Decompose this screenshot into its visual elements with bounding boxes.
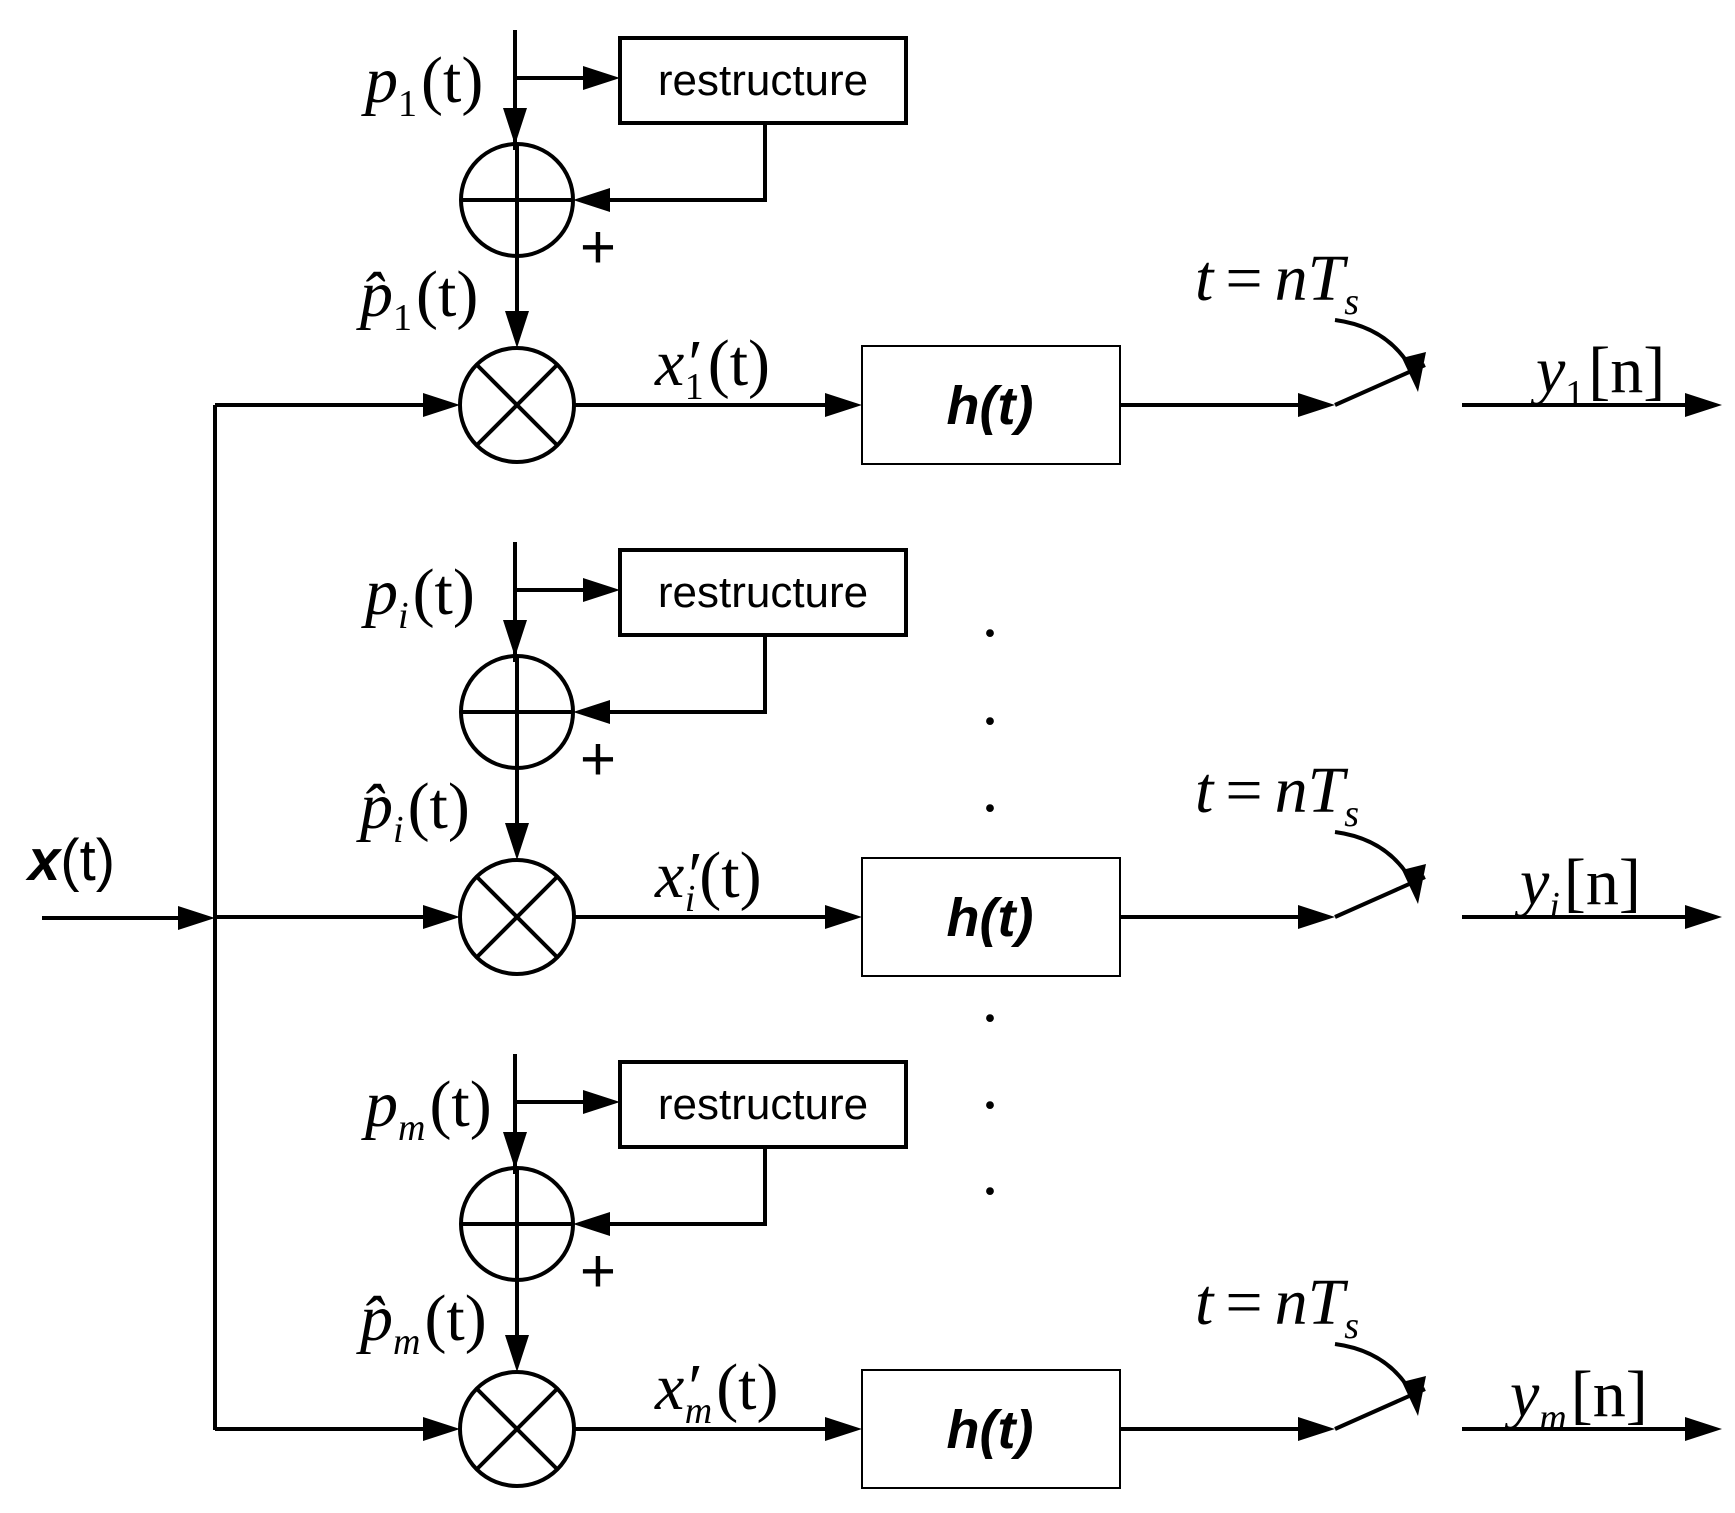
p-arrow-down (503, 620, 527, 657)
restructure-box (618, 36, 908, 125)
filter-input-arrow (825, 1417, 862, 1441)
feedback-arrow (573, 188, 610, 212)
phat-label: p̂1(t) (356, 258, 478, 339)
filter-input-arrow (825, 393, 862, 417)
input-arrow (178, 906, 215, 930)
sampler-input-arrow (1298, 905, 1335, 929)
ellipsis-dot: · (979, 1155, 1001, 1228)
input-label: x(t) (25, 828, 115, 893)
sampler-input-arrow (1298, 1417, 1335, 1441)
output-arrow (1685, 393, 1722, 417)
p-arrow-down (503, 1132, 527, 1169)
restructure-label: restructure (658, 568, 868, 617)
filter-box (861, 857, 1121, 977)
filter-label: h(t) (947, 376, 1034, 436)
restructure-feedback-wire (600, 123, 767, 202)
filter-box (861, 345, 1121, 465)
multiplier-input-arrow (423, 905, 460, 929)
multiplier-input-arrow (423, 393, 460, 417)
output-label: y1[n] (1530, 334, 1665, 415)
phat-label: p̂i(t) (356, 770, 470, 851)
adder-plus-sign: + (580, 725, 616, 794)
multiplier-cross-b (475, 1387, 559, 1471)
filter-label: h(t) (947, 1400, 1034, 1460)
ellipsis-dot: · (979, 1069, 1001, 1142)
ellipsis-dot: · (979, 685, 1001, 758)
ellipsis-dot: · (979, 772, 1001, 845)
restructure-box (618, 548, 908, 637)
p-label: pi(t) (361, 556, 475, 637)
feedback-arrow (573, 1212, 610, 1236)
branch-i: restructure + h(t) pi(t) p̂i(t) x′i(t) t… (215, 542, 1722, 977)
adder-plus-sign: + (580, 213, 616, 282)
multiplier-input-arrow (423, 1417, 460, 1441)
p-label: p1(t) (361, 44, 483, 125)
restructure-label: restructure (658, 1080, 868, 1129)
sampling-label: t=nTs (1195, 1266, 1359, 1347)
restructure-feedback-wire (600, 1147, 767, 1226)
multiplier-cross-b (475, 875, 559, 959)
sampling-label: t=nTs (1195, 754, 1359, 835)
restructure-input-arrow (583, 66, 620, 90)
phat-arrow (505, 311, 529, 348)
output-arrow (1685, 1417, 1722, 1441)
ellipsis-dot: · (979, 982, 1001, 1055)
output-label: yi[n] (1514, 846, 1641, 927)
filter-box (861, 1369, 1121, 1489)
p-arrow-down (503, 108, 527, 145)
output-arrow (1685, 905, 1722, 929)
xprime-label: x′1(t) (654, 327, 770, 408)
restructure-label: restructure (658, 56, 868, 105)
sampler-arc-arrowhead (1402, 1376, 1426, 1416)
p-label: pm(t) (361, 1068, 492, 1149)
branch-m: restructure + h(t) pm(t) p̂m(t) x′m(t) t… (215, 1054, 1722, 1489)
sampler-arc-arrowhead (1402, 352, 1426, 392)
branch-1: restructure + h(t) p1(t) p̂1(t) x′1(t) t… (215, 30, 1722, 465)
multiplier-cross-b (475, 363, 559, 447)
restructure-input-arrow (583, 578, 620, 602)
filter-input-arrow (825, 905, 862, 929)
output-label: ym[n] (1504, 1358, 1648, 1439)
restructure-feedback-wire (600, 635, 767, 714)
xprime-label: x′m(t) (654, 1351, 778, 1432)
xprime-label: x′i(t) (654, 839, 762, 920)
phat-arrow (505, 1335, 529, 1372)
ellipsis-dot: · (979, 597, 1001, 670)
feedback-arrow (573, 700, 610, 724)
restructure-input-arrow (583, 1090, 620, 1114)
adder-plus-sign: + (580, 1237, 616, 1306)
sampler-input-arrow (1298, 393, 1335, 417)
filter-label: h(t) (947, 888, 1034, 948)
sampler-arc-arrowhead (1402, 864, 1426, 904)
phat-label: p̂m(t) (356, 1282, 487, 1363)
phat-arrow (505, 823, 529, 860)
sampling-label: t=nTs (1195, 242, 1359, 323)
